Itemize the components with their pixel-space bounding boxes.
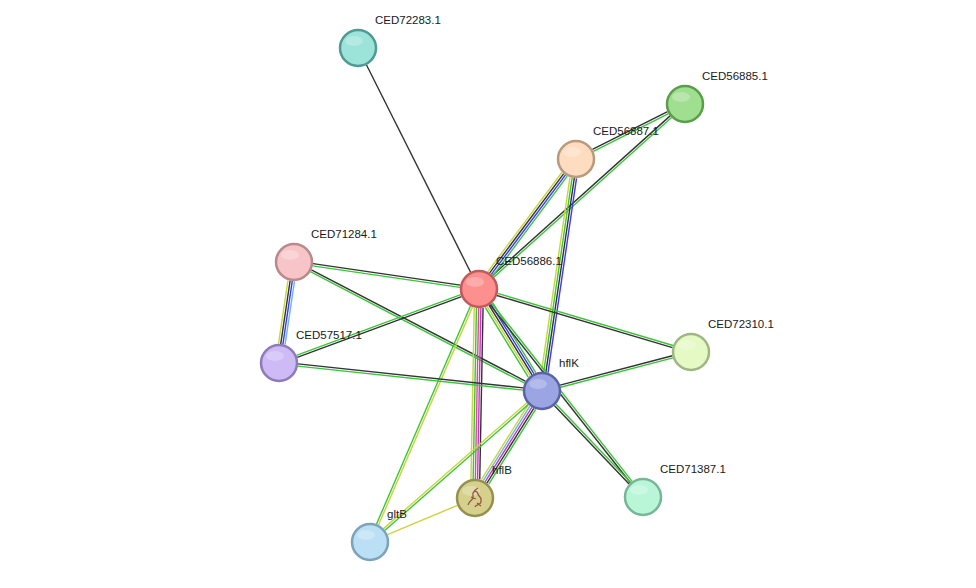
interaction-edge — [481, 405, 535, 484]
protein-node: CED56886.1 — [460, 270, 498, 308]
node-circle — [557, 140, 595, 178]
node-circle — [275, 243, 313, 281]
interaction-edge — [497, 293, 673, 347]
node-label: CED56885.1 — [702, 69, 768, 83]
node-label: CED71387.1 — [660, 462, 726, 476]
node-label: hflB — [492, 463, 512, 477]
protein-node: CED56885.1 — [666, 85, 704, 123]
interaction-edge — [485, 303, 536, 377]
node-label: CED71284.1 — [311, 227, 377, 241]
interaction-edge — [296, 295, 461, 358]
node-label: CED56886.1 — [496, 254, 562, 268]
node-circle — [456, 479, 494, 517]
node-circle — [666, 85, 704, 123]
node-label: gltB — [387, 507, 407, 521]
node-label: hflK — [559, 356, 579, 370]
protein-node: CED72310.1 — [672, 333, 710, 371]
protein-node: CED57517.1 — [260, 344, 298, 382]
interaction-edge — [490, 303, 632, 483]
node-circle — [460, 270, 498, 308]
node-label: CED72283.1 — [375, 13, 441, 27]
interaction-edge — [488, 172, 568, 275]
interaction-edge — [279, 280, 295, 344]
node-circle — [260, 344, 298, 382]
node-circle — [672, 333, 710, 371]
node-circle — [351, 523, 389, 561]
node-label: CED56887.1 — [593, 124, 659, 138]
interaction-edge — [298, 364, 523, 390]
protein-node: CED71284.1 — [275, 243, 313, 281]
protein-node: gltB — [351, 523, 389, 561]
interaction-edge — [310, 270, 525, 383]
interaction-edge — [554, 404, 630, 484]
protein-node: CED71387.1 — [624, 478, 662, 516]
protein-node: CED72283.1 — [339, 29, 377, 67]
interaction-edge — [367, 65, 471, 272]
protein-node: CED56887.1 — [557, 140, 595, 178]
interaction-edge — [388, 505, 458, 534]
interaction-edge — [541, 177, 576, 372]
interaction-edge — [384, 403, 529, 531]
node-circle — [523, 372, 561, 410]
node-circle — [339, 29, 377, 67]
interaction-edge — [492, 116, 671, 277]
node-circle — [624, 478, 662, 516]
protein-node: hflB — [456, 479, 494, 517]
structure-icon — [468, 488, 481, 507]
interaction-edge — [592, 112, 668, 152]
node-label: CED57517.1 — [296, 328, 362, 342]
node-label: CED72310.1 — [708, 317, 774, 331]
protein-node: hflK — [523, 372, 561, 410]
